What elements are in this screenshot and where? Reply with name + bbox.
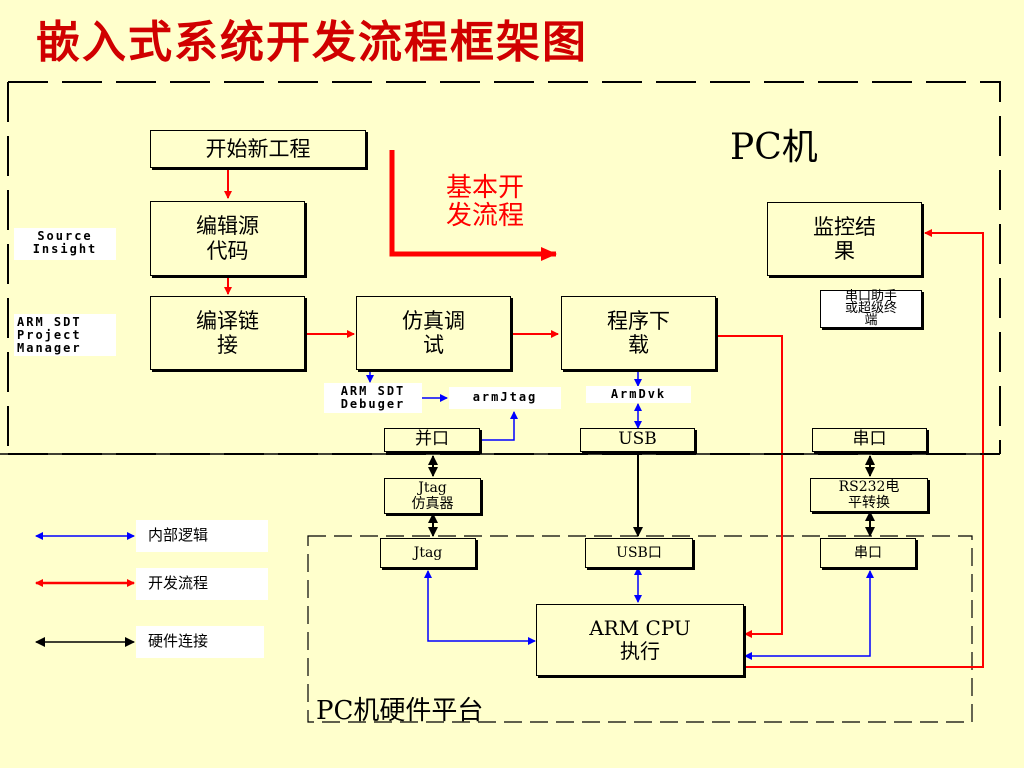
- legend-hw-connection: 硬件连接: [136, 626, 264, 658]
- download-box: 程序下 载: [561, 296, 716, 370]
- basic-flow-arrow: [389, 150, 557, 261]
- arm-cpu-box: ARM CPU 执行: [536, 604, 744, 676]
- jtag-label: Jtag: [413, 544, 443, 561]
- rs232-converter-label: RS232电 平转换: [838, 478, 900, 511]
- usb-port-hw-label: USB口: [616, 544, 662, 561]
- legend-dev-flow: 开发流程: [136, 568, 268, 600]
- basic-flow-label: 基本开 发流程: [446, 173, 525, 231]
- parallel-port-label: 并口: [415, 429, 449, 450]
- monitor-label: 监控结 果: [813, 214, 876, 263]
- debug-sim-box: 仿真调 试: [356, 296, 511, 370]
- arm-cpu-label: ARM CPU 执行: [589, 616, 691, 663]
- new-project-box: 开始新工程: [150, 130, 366, 168]
- armdvk-label: ArmDvk: [586, 386, 691, 403]
- jtag-box: Jtag: [380, 538, 476, 568]
- rs232-converter-box: RS232电 平转换: [810, 478, 928, 512]
- jtag-emulator-label: Jtag 仿真器: [411, 479, 454, 512]
- arm-sdt-debugger-label: ARM SDT Debuger: [324, 383, 422, 413]
- hardware-region-label: PC机硬件平台: [316, 696, 484, 726]
- serial-port-pc-label: 串口: [852, 429, 887, 450]
- serial-port-pc-box: 串口: [812, 428, 927, 452]
- usb-port-box: USB: [580, 428, 695, 452]
- legend-lines: [35, 532, 135, 647]
- source-insight-label: Source Insight: [14, 228, 116, 260]
- armjtag-label: armJtag: [449, 387, 561, 409]
- serial-helper-label: 串口助手 或超级终 端: [820, 290, 922, 328]
- page-title: 嵌入式系统开发流程框架图: [36, 17, 588, 68]
- compile-link-box: 编译链 接: [150, 296, 305, 370]
- download-label: 程序下 载: [607, 308, 670, 357]
- pc-region-label: PC机: [730, 127, 818, 168]
- edit-source-box: 编辑源 代码: [150, 201, 305, 276]
- new-project-label: 开始新工程: [205, 136, 311, 161]
- monitor-box: 监控结 果: [767, 202, 922, 276]
- jtag-emulator-box: Jtag 仿真器: [384, 478, 481, 514]
- usb-port-hw-box: USB口: [585, 538, 693, 568]
- debug-sim-label: 仿真调 试: [402, 308, 465, 357]
- parallel-port-box: 并口: [384, 428, 480, 452]
- usb-port-label: USB: [618, 429, 657, 450]
- serial-port-hw-box: 串口: [820, 538, 916, 568]
- hardware-region-border: [307, 535, 973, 723]
- legend-internal-logic: 内部逻辑: [136, 520, 268, 552]
- arm-sdt-project-manager-label: ARM SDT Project Manager: [14, 314, 116, 356]
- edit-source-label: 编辑源 代码: [196, 214, 259, 263]
- compile-link-label: 编译链 接: [196, 308, 259, 357]
- serial-port-hw-label: 串口: [854, 544, 882, 561]
